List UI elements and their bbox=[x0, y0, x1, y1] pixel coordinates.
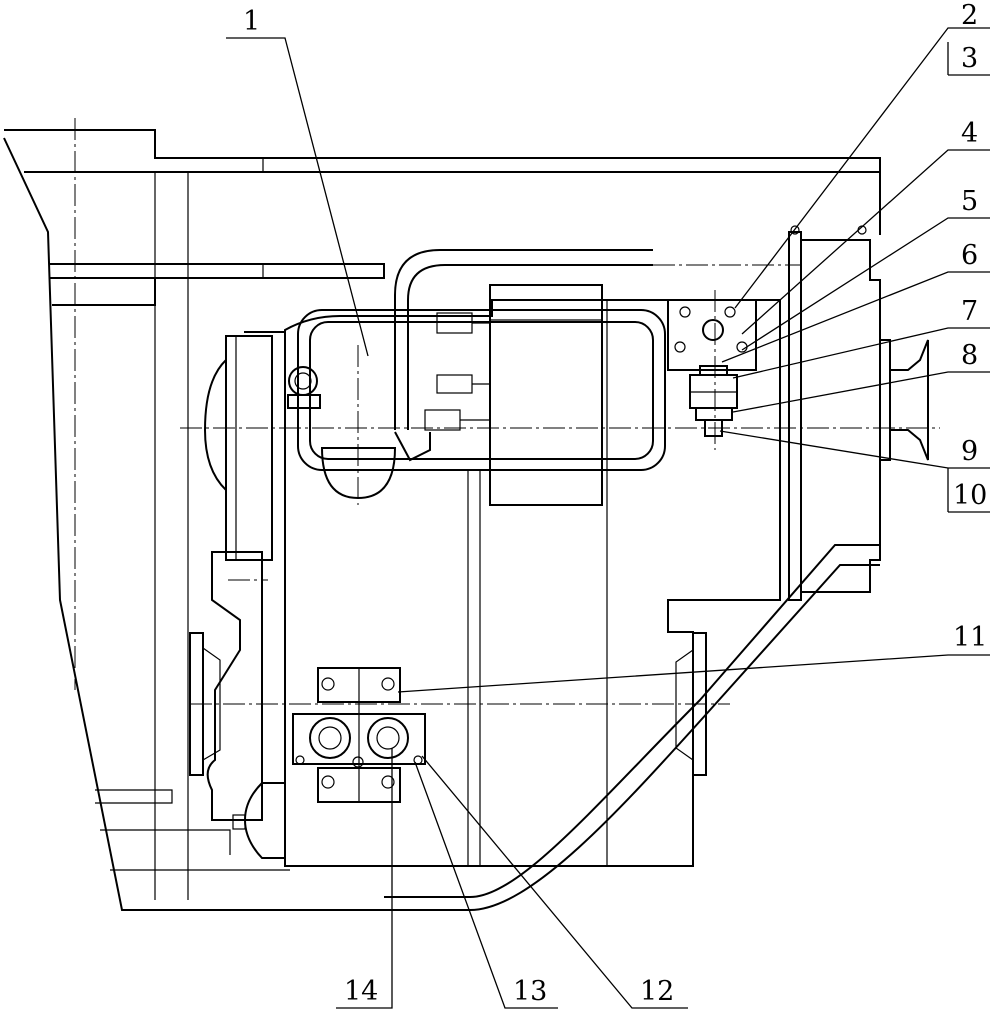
right-lower-flange bbox=[675, 632, 707, 776]
starter-motor bbox=[232, 782, 286, 859]
callout-1: 1 bbox=[243, 6, 260, 37]
callout-labels: 1 2 3 4 5 6 7 8 9 10 11 12 13 14 bbox=[243, 0, 987, 1007]
callout-9: 9 bbox=[961, 436, 978, 467]
callout-5: 5 bbox=[961, 186, 978, 217]
callout-14: 14 bbox=[344, 976, 378, 1007]
sensor-valve bbox=[689, 365, 738, 437]
callout-13: 13 bbox=[513, 976, 547, 1007]
callout-6: 6 bbox=[961, 240, 978, 271]
callout-3: 3 bbox=[961, 43, 978, 74]
center-lines bbox=[74, 118, 940, 705]
pump-block bbox=[292, 667, 426, 803]
cooling-pipe bbox=[287, 249, 666, 500]
mounting-bracket bbox=[667, 299, 757, 371]
callout-2: 2 bbox=[961, 0, 978, 31]
callout-10: 10 bbox=[953, 480, 987, 511]
callout-4: 4 bbox=[961, 118, 978, 149]
callout-leaders bbox=[226, 27, 990, 1009]
right-plate-and-flange bbox=[788, 225, 929, 601]
callout-7: 7 bbox=[961, 296, 978, 327]
left-pulley bbox=[189, 335, 273, 821]
drum-motor bbox=[424, 284, 603, 506]
callout-12: 12 bbox=[640, 976, 674, 1007]
callout-8: 8 bbox=[961, 340, 978, 371]
gearbox-housing bbox=[244, 299, 781, 867]
frame-structure bbox=[3, 129, 881, 911]
callout-11: 11 bbox=[953, 622, 987, 653]
